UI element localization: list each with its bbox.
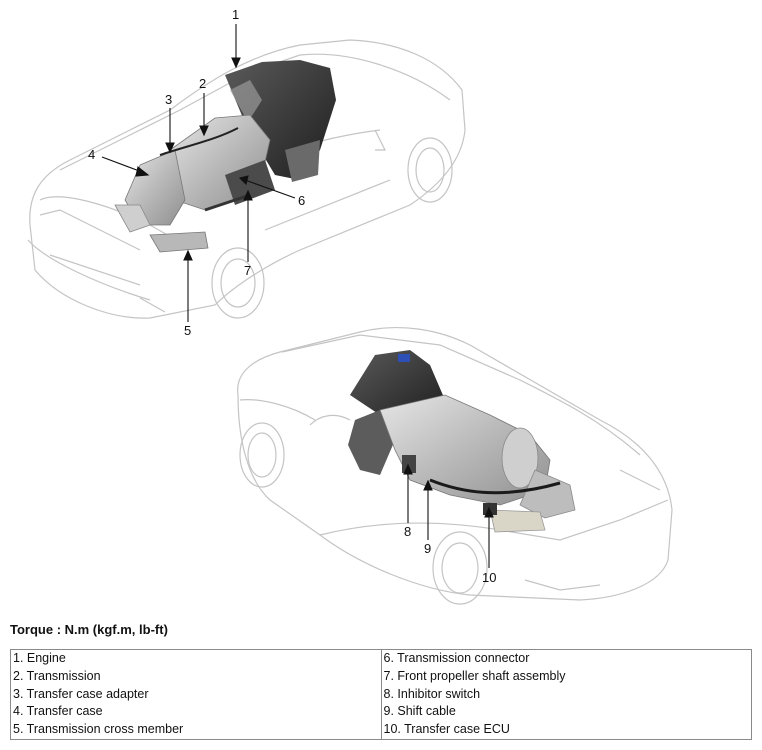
callout-2: 2 <box>199 76 206 91</box>
callout-numbers: 1 2 3 4 5 6 7 8 9 10 <box>88 7 496 585</box>
component-legend-table: 1. Engine 2. Transmission 3. Transfer ca… <box>10 649 752 740</box>
callout-5: 5 <box>184 323 191 338</box>
legend-item-transmission-connector: 6. Transmission connector <box>383 651 530 665</box>
legend-item-transfer-case-ecu: 10. Transfer case ECU <box>383 722 510 737</box>
legend-item-transmission-cross-member: 5. Transmission cross member <box>13 722 184 737</box>
legend-item-transmission: 2. Transmission <box>13 668 101 683</box>
torque-title: Torque : N.m (kgf.m, lb-ft) <box>10 622 168 637</box>
top-powertrain <box>114 60 336 253</box>
legend-item-inhibitor-switch: 8. Inhibitor switch <box>383 686 481 701</box>
callout-10: 10 <box>482 570 496 585</box>
legend-item-transfer-case-adapter: 3. Transfer case adapter <box>13 686 149 701</box>
legend-item-front-propeller-shaft: 7. Front propeller shaft assembly <box>383 668 566 683</box>
legend-item-engine: 1. Engine <box>13 651 66 665</box>
legend-item-shift-cable: 9. Shift cable <box>383 704 456 719</box>
legend-row: 1. Engine 2. Transmission 3. Transfer ca… <box>10 649 752 740</box>
drivetrain-diagram: 1 2 3 4 5 6 7 8 9 10 <box>27 7 673 605</box>
callout-4: 4 <box>88 147 95 162</box>
callout-9: 9 <box>424 541 431 556</box>
callout-leaders <box>101 24 494 568</box>
callout-1: 1 <box>232 7 239 22</box>
callout-8: 8 <box>404 524 411 539</box>
legend-item-transfer-case: 4. Transfer case <box>13 704 103 719</box>
callout-7: 7 <box>244 263 251 278</box>
callout-6: 6 <box>298 193 305 208</box>
bottom-car-outline <box>237 327 673 605</box>
legend-column-right: 6. Transmission connector 7. Front prope… <box>380 649 752 740</box>
bottom-powertrain <box>348 350 576 533</box>
legend-column-left: 1. Engine 2. Transmission 3. Transfer ca… <box>10 649 382 740</box>
callout-3: 3 <box>165 92 172 107</box>
